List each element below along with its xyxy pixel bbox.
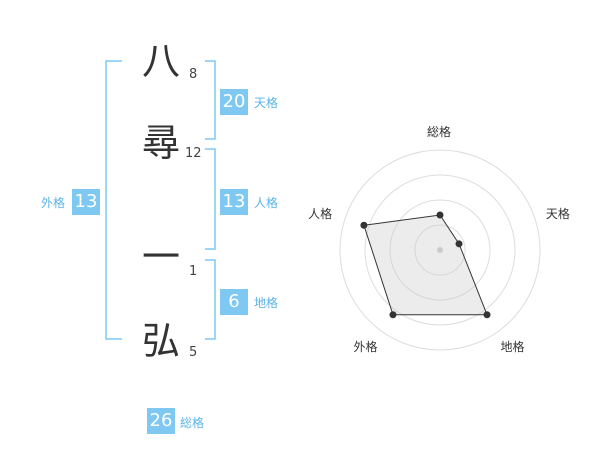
- soukaku-value: 26: [147, 408, 175, 434]
- radar-axis-label: 外格: [353, 340, 378, 355]
- stroke-count-1: 8: [189, 67, 198, 82]
- chikaku-label: 地格: [254, 296, 279, 310]
- name-char-2: 尋: [142, 121, 181, 165]
- jinkaku-label: 人格: [254, 196, 279, 210]
- tenkaku-value: 20: [220, 89, 248, 115]
- radar-axis-label: 天格: [545, 207, 570, 222]
- radar-point-2: [483, 311, 491, 319]
- stroke-count-2: 12: [185, 146, 202, 161]
- stroke-count-3: 1: [189, 264, 198, 279]
- radar-ring-1: [414, 224, 466, 276]
- radar-ring-2: [389, 199, 491, 301]
- radar-ring-4: [339, 149, 541, 351]
- radar-point-3: [389, 311, 397, 319]
- chikaku-value: 6: [220, 289, 248, 315]
- radar-point-0: [436, 211, 444, 219]
- name-char-4: 弘: [142, 319, 181, 363]
- radar-axis-label: 地格: [500, 340, 525, 355]
- radar-axis-label: 人格: [308, 207, 333, 222]
- gaikaku-value: 13: [72, 189, 100, 215]
- name-char-1: 八: [142, 39, 181, 83]
- radar-axis-label: 総格: [427, 125, 452, 140]
- gaikaku-label: 外格: [41, 196, 66, 210]
- radar-center: [437, 247, 443, 253]
- radar-ring-3: [364, 174, 516, 326]
- radar-point-1: [455, 240, 463, 248]
- tenkaku-label: 天格: [254, 96, 279, 110]
- radar-area: [363, 214, 488, 316]
- soukaku-label: 総格: [180, 416, 205, 430]
- name-char-3: 一: [142, 235, 181, 279]
- stroke-count-4: 5: [189, 345, 198, 360]
- radar-point-4: [360, 221, 368, 229]
- jinkaku-value: 13: [220, 189, 248, 215]
